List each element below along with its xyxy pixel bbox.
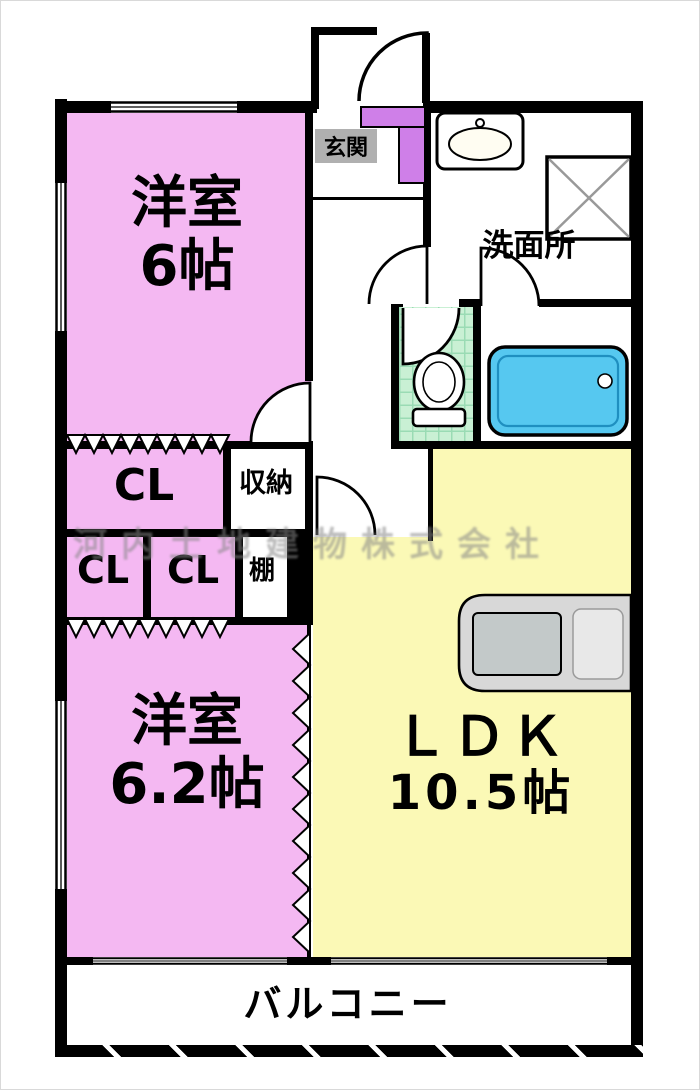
ldk-label: ＬＤＫ 10.5帖 [351,705,611,822]
wall-toilet-bath [473,307,481,449]
wall-balcony-railing [55,1045,643,1057]
toilet-floor [399,307,479,445]
bedroom2-size: 6.2帖 [109,751,265,817]
bedroom2-floor [63,617,311,961]
entrance-step-line [313,197,423,200]
bedroom2-label: 洋室 6.2帖 [67,689,307,817]
shelf-label: 棚 [248,556,275,586]
wall-closet2-closet3 [143,529,151,625]
wall-outer-right [631,101,643,1057]
front-door-swing [357,31,430,103]
wall-hall-toilet [391,299,399,449]
closet3-label: CL [166,548,220,592]
shelf-side-panel [287,537,305,617]
bedroom1-name: 洋室 [131,171,243,236]
ldk-floor-left [313,537,433,957]
wall-porch-top [311,27,377,35]
wall-washroom-bottom-a [391,299,403,307]
wall-closet1-storage [223,441,231,537]
wall-balcony-inner [55,957,643,965]
balcony-floor [63,965,635,1045]
wall-washroom-bottom-c [539,299,643,307]
closet1-floor [63,445,227,533]
balcony-label: バルコニー [243,982,453,1026]
closet3-floor [149,533,241,617]
watermark: 河内土地建物株式会社 [73,525,553,565]
wall-closet-row1-top [55,441,313,449]
closet2-label: CL [76,548,130,592]
storage-floor [227,445,311,533]
ldk-floor-right [433,449,631,957]
wall-hall-washroom [423,101,431,247]
washroom-door-swing [367,244,429,305]
wall-washroom-bottom-b [459,299,481,307]
ldk-name: ＬＤＫ [394,705,568,768]
wall-hall-left-upper [305,101,313,381]
bedroom2-name: 洋室 [131,689,243,754]
washroom-label: 洗面所 [482,228,576,264]
closet2-floor [63,533,149,617]
ldk-size: 10.5帖 [387,765,575,822]
wall-outer-top-right [425,101,643,113]
bedroom1-size: 6帖 [139,233,235,299]
closet1-label: CL [113,460,175,511]
wall-ldk-top [391,441,643,449]
washbasin-icon [435,111,525,171]
entrance-label: 玄関 [315,129,377,163]
bathroom-floor [481,307,631,441]
wall-closet3-shelf [235,529,243,625]
washing-machine-pan-icon [545,155,633,241]
bedroom1-label: 洋室 6帖 [67,171,307,299]
wall-closet-row2-bottom [55,617,313,625]
wall-outer-top-left [55,101,317,113]
wall-closet-row-middle [55,529,313,537]
wall-porch-left [311,27,319,109]
wall-partition-bedroom2-ldk [307,625,311,957]
storage-label: 収納 [239,468,293,499]
wall-hall-ldk [428,449,433,541]
